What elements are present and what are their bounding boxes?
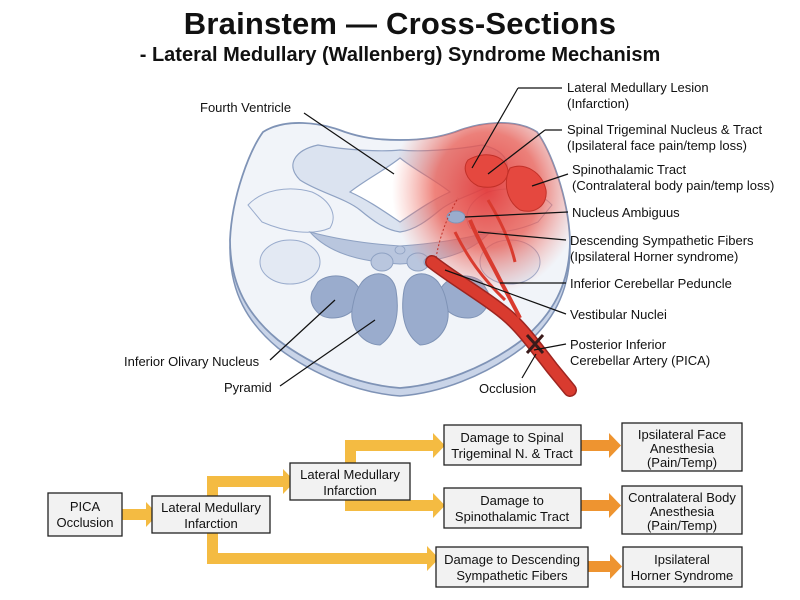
box-text: Sympathetic Fibers [456,568,568,583]
box-text: (Pain/Temp) [647,455,717,470]
label-nucleus-ambiguus: Nucleus Ambiguus [572,205,680,220]
box-text: Ipsilateral [654,552,710,567]
box-text: Lateral Medullary [161,500,261,515]
label-sympathetic-sub: (Ipsilateral Horner syndrome) [570,249,738,264]
label-vestibular: Vestibular Nuclei [570,307,667,322]
box-text: Lateral Medullary [300,467,400,482]
result-arrows [581,433,622,579]
label-lesion-sub: (Infarction) [567,96,629,111]
label-spinothalamic: Spinothalamic Tract [572,162,687,177]
label-occlusion: Occlusion [479,381,536,396]
flowchart: PICA Occlusion Lateral Medullary Infarct… [47,422,743,588]
box-text: Anesthesia [650,441,715,456]
label-trigeminal-sub: (Ipsilateral face pain/temp loss) [567,138,747,153]
anatomy-labels: Fourth Ventricle Lateral Medullary Lesio… [124,80,774,396]
box-damage-spinothalamic [443,487,582,529]
box-text: (Pain/Temp) [647,518,717,533]
label-olivary: Inferior Olivary Nucleus [124,354,260,369]
box-damage-trigeminal [443,424,582,466]
box-text: Anesthesia [650,504,715,519]
label-pyramid: Pyramid [224,380,272,395]
label-trigeminal: Spinal Trigeminal Nucleus & Tract [567,122,762,137]
occlusion-marker [525,334,545,354]
box-text: Infarction [323,483,376,498]
label-peduncle: Inferior Cerebellar Peduncle [570,276,732,291]
box-text: Ipsilateral Face [638,427,726,442]
diagram-title: Brainstem — Cross-Sections [183,6,617,41]
box-text: Trigeminal N. & Tract [451,446,573,461]
label-fourth-ventricle: Fourth Ventricle [200,100,291,115]
label-spinothalamic-sub: (Contralateral body pain/temp loss) [572,178,774,193]
box-text: Spinothalamic Tract [455,509,570,524]
box-pica-occlusion [47,492,123,537]
label-pica-sub: Cerebellar Artery (PICA) [570,353,710,368]
box-text: Contralateral Body [628,490,736,505]
box-text: Horner Syndrome [631,568,734,583]
label-sympathetic: Descending Sympathetic Fibers [570,233,754,248]
box-text: Damage to Spinal [460,430,563,445]
box-result-horner [622,546,743,588]
box-damage-sympathetic [435,546,589,588]
box-infarction-a [151,495,271,534]
box-text: Occlusion [56,515,113,530]
box-text: Infarction [184,516,237,531]
medulla-section [229,122,571,397]
lateral-medullary-lesion [392,122,570,295]
box-text: Damage to Descending [444,552,580,567]
box-result-face [621,422,743,472]
label-lesion: Lateral Medullary Lesion [567,80,709,95]
leader-lines [269,87,569,387]
box-text: PICA [70,499,101,514]
label-pica: Posterior Inferior [570,337,667,352]
pica-artery [425,199,577,397]
box-infarction-b [289,462,411,501]
diagram-subtitle: - Lateral Medullary (Wallenberg) Syndrom… [139,44,661,66]
box-text: Damage to [480,493,544,508]
box-result-body [621,485,743,535]
nucleus-ambiguus [446,210,466,224]
